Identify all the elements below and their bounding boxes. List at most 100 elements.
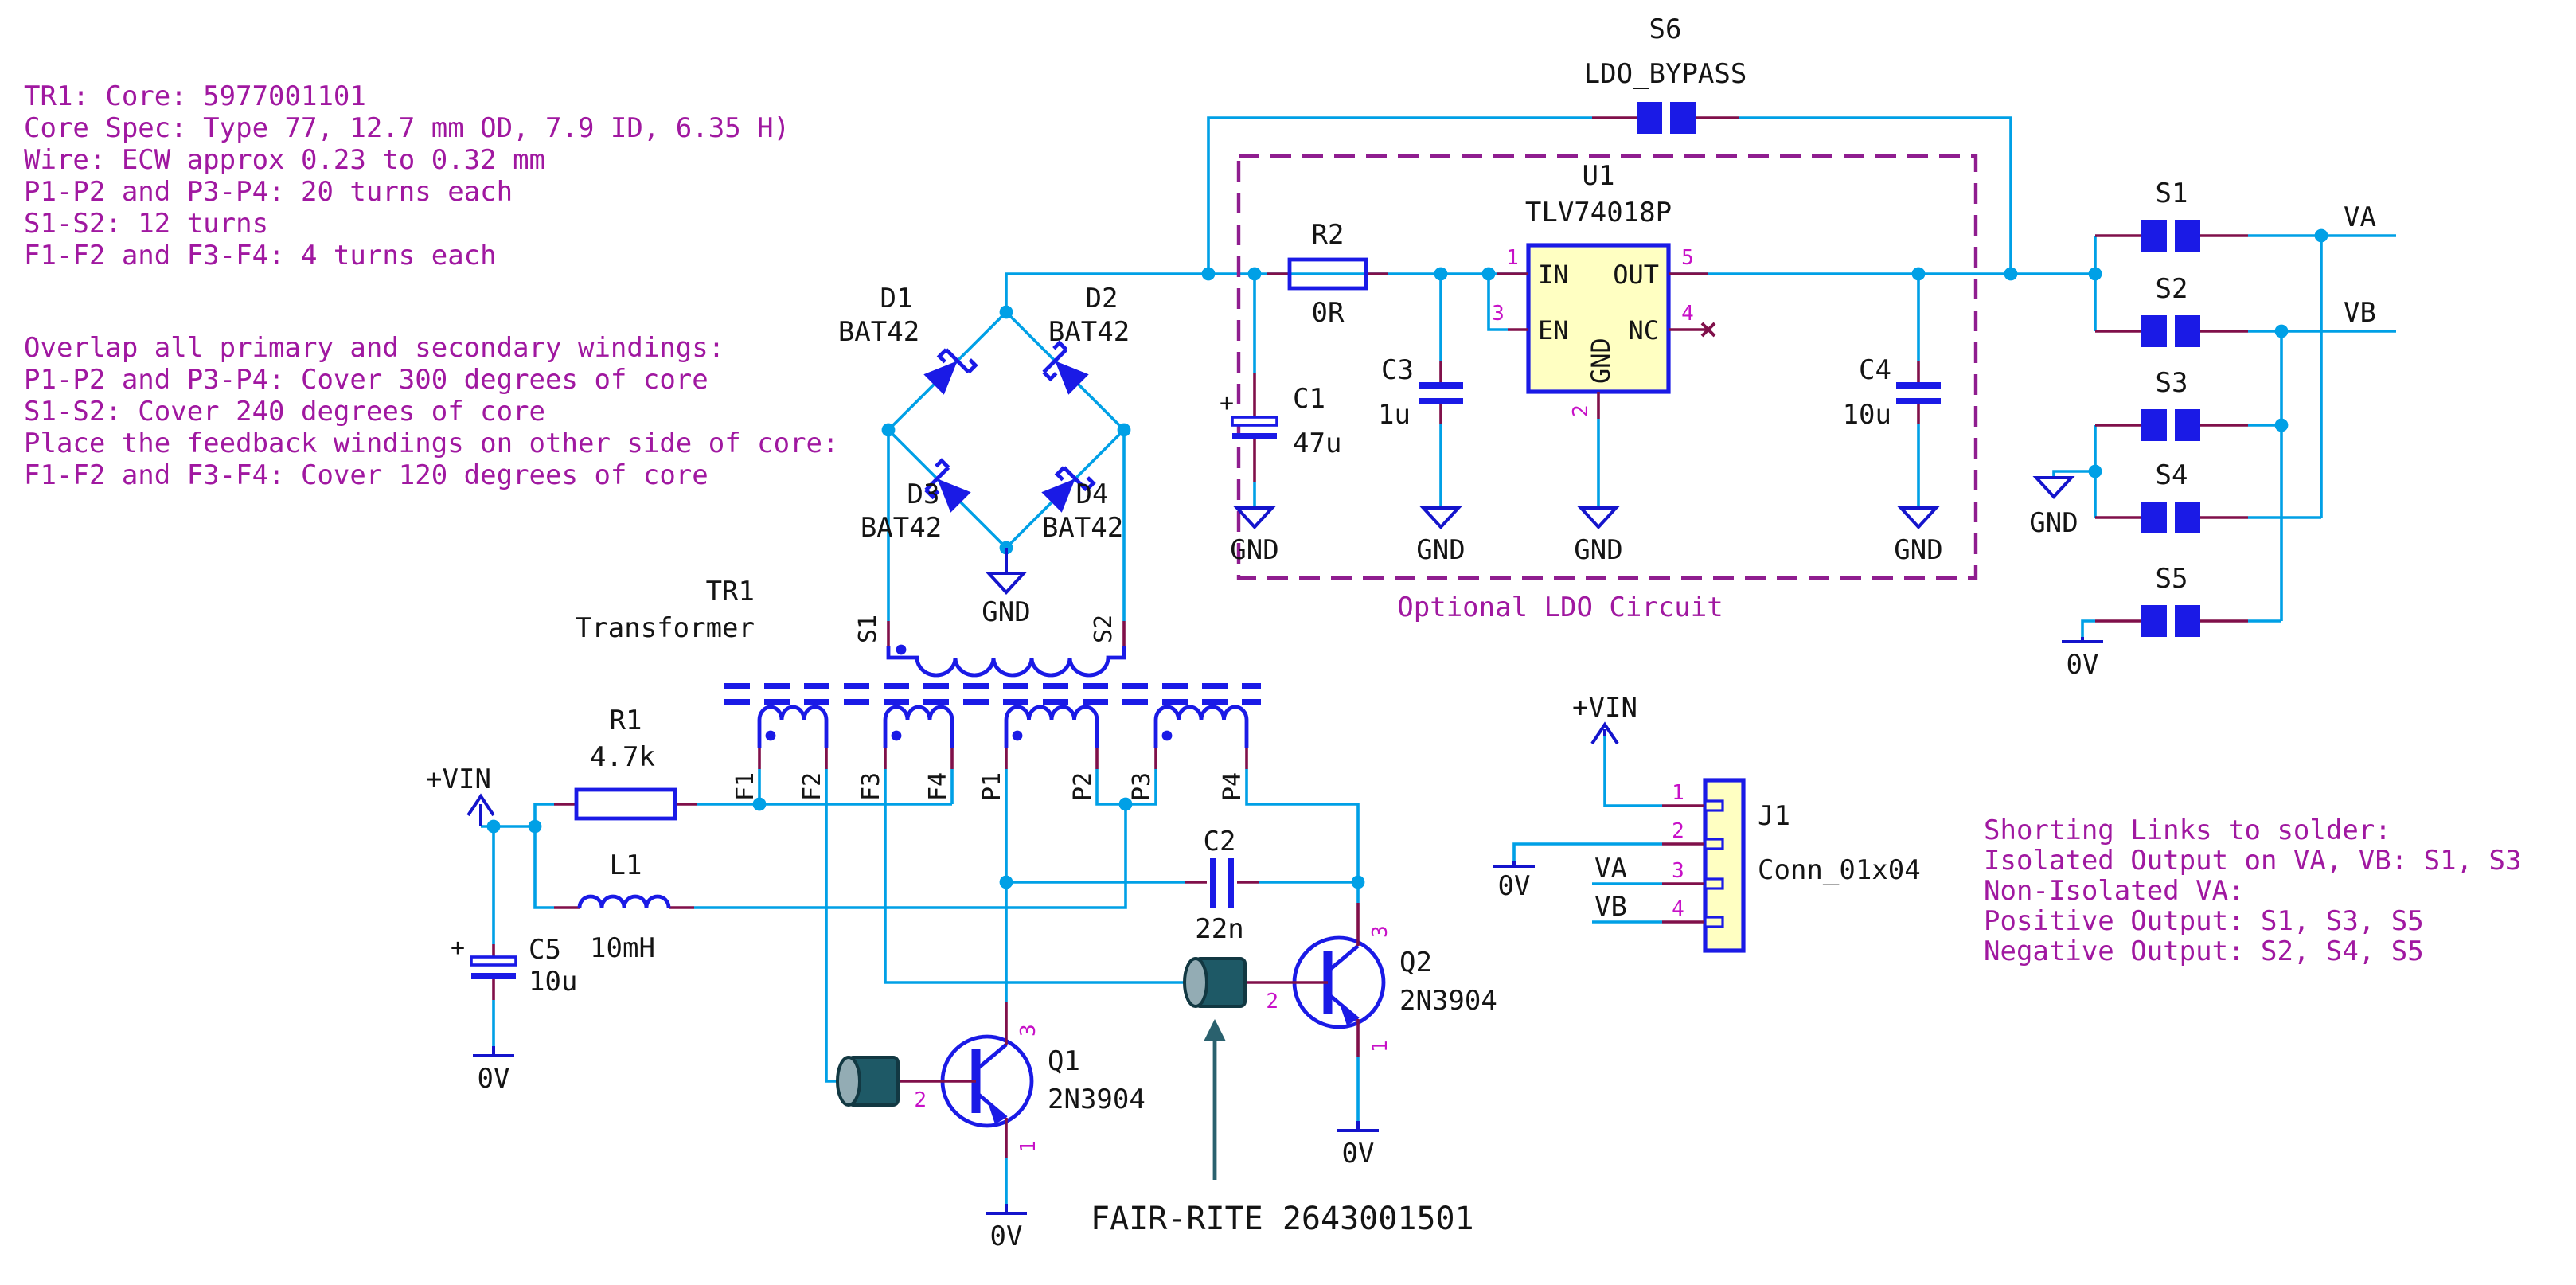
wire-s5-left[interactable] bbox=[2081, 619, 2095, 637]
junction bbox=[2088, 267, 2102, 281]
note-line: Overlap all primary and secondary windin… bbox=[24, 332, 724, 364]
gnd-label: GND bbox=[982, 596, 1030, 628]
wire-f2-q1base[interactable] bbox=[825, 769, 841, 1083]
gnd-symbol-c1[interactable]: GND bbox=[1230, 506, 1279, 566]
ref-label: D4 bbox=[1076, 478, 1109, 510]
jumper-S6[interactable]: S6 LDO_BYPASS bbox=[1584, 14, 1747, 134]
inductor-L1[interactable]: L1 10mH bbox=[554, 850, 694, 964]
ic-U1[interactable]: U1 TLV74018P IN OUT EN NC GND 1 3 5 4 2 bbox=[1492, 160, 1716, 419]
gnd-symbol-u1[interactable]: GND bbox=[1574, 506, 1623, 566]
net-label-va[interactable]: VA bbox=[2344, 201, 2376, 233]
gnd-0v-q2[interactable]: 0V bbox=[1337, 1121, 1379, 1170]
ref-label: S6 bbox=[1649, 14, 1682, 45]
gnd-0v-c5[interactable]: 0V bbox=[473, 1046, 514, 1095]
pin-name-F1: F1 bbox=[732, 772, 759, 801]
gnd-symbol-bridge[interactable]: GND bbox=[982, 548, 1031, 628]
wire-r1-row[interactable] bbox=[533, 769, 954, 826]
wire-j1-pin2[interactable] bbox=[1512, 842, 1662, 861]
pin-name-P3: P3 bbox=[1128, 772, 1156, 801]
pin-number-collector: 3 bbox=[1017, 1024, 1040, 1037]
net-label-va-j1[interactable]: VA bbox=[1594, 853, 1627, 885]
note-line: P1-P2 and P3-P4: Cover 300 degrees of co… bbox=[24, 364, 708, 396]
gnd-label: GND bbox=[1894, 534, 1942, 566]
ref-label: S3 bbox=[2156, 367, 2188, 399]
value-label: 47u bbox=[1293, 428, 1341, 459]
power-flag-vin-left[interactable]: +VIN bbox=[426, 764, 495, 826]
ref-label: C5 bbox=[529, 934, 561, 966]
junction bbox=[528, 819, 542, 834]
transistor-Q1[interactable]: Q1 2N3904 3 2 1 bbox=[898, 1002, 1146, 1158]
gnd-0v-s5[interactable]: 0V bbox=[2062, 637, 2103, 681]
gnd-symbol-s34[interactable]: GND bbox=[2029, 476, 2078, 539]
jumper-S1[interactable]: S1 bbox=[2095, 178, 2248, 252]
gnd-0v-q1[interactable]: 0V bbox=[986, 1204, 1027, 1252]
note-line: Positive Output: S1, S3, S5 bbox=[1984, 905, 2424, 937]
gnd-0v-j1[interactable]: 0V bbox=[1493, 861, 1535, 902]
note-line: Non-Isolated VA: bbox=[1984, 875, 2245, 907]
jumper-S5[interactable]: S5 bbox=[2095, 563, 2248, 637]
gnd-label: GND bbox=[2029, 507, 2078, 539]
value-label: 22n bbox=[1195, 913, 1243, 945]
note-line: TR1: Core: 5977001101 bbox=[24, 80, 366, 112]
jumper-S2[interactable]: S2 bbox=[2095, 273, 2248, 347]
wire-j1-pin1[interactable] bbox=[1603, 736, 1662, 807]
capacitor-C4[interactable]: C4 10u bbox=[1843, 354, 1941, 431]
value-label: 2N3904 bbox=[1048, 1084, 1146, 1115]
net-label-vb-j1[interactable]: VB bbox=[1594, 891, 1627, 923]
note-line: P1-P2 and P3-P4: 20 turns each bbox=[24, 176, 513, 208]
polarity-plus: + bbox=[1220, 389, 1234, 417]
value-label: 0R bbox=[1312, 297, 1345, 329]
zero-v-label: 0V bbox=[2067, 649, 2099, 681]
junction bbox=[2088, 464, 2102, 478]
wire-en[interactable] bbox=[1487, 274, 1508, 331]
pin-number-2: 2 bbox=[1569, 404, 1593, 417]
value-label: Conn_01x04 bbox=[1758, 854, 1921, 886]
gnd-symbol-c3[interactable]: GND bbox=[1416, 506, 1466, 566]
ferrite-bead-q1[interactable] bbox=[836, 1056, 900, 1107]
zero-v-label: 0V bbox=[1342, 1138, 1375, 1170]
resistor-R2[interactable]: R2 0R bbox=[1267, 219, 1388, 329]
note-winding-placement: Overlap all primary and secondary windin… bbox=[24, 332, 839, 491]
ferrite-bead-q2[interactable] bbox=[1183, 957, 1247, 1008]
pin-number-1: 1 bbox=[1672, 781, 1684, 805]
junction bbox=[999, 305, 1013, 319]
power-flag-vin-j1[interactable]: +VIN bbox=[1572, 692, 1637, 745]
pin-name-en: EN bbox=[1538, 315, 1569, 346]
fair-rite-annotation: FAIR-RITE 2643001501 bbox=[1091, 1019, 1474, 1237]
ref-label: R2 bbox=[1312, 219, 1345, 251]
transformer-TR1[interactable]: TR1 Transformer S1 S2 F1 F2 F3 F4 P1 P2 … bbox=[576, 576, 1261, 801]
diode-D2[interactable]: D2 BAT42 bbox=[1037, 283, 1130, 396]
pin-name-P4: P4 bbox=[1219, 772, 1247, 801]
capacitor-C3[interactable]: C3 1u bbox=[1378, 354, 1463, 431]
note-line: Wire: ECW approx 0.23 to 0.32 mm bbox=[24, 144, 545, 176]
transistor-Q2[interactable]: Q2 2N3904 3 2 1 bbox=[1245, 903, 1497, 1057]
wire-bypass-left[interactable] bbox=[1207, 116, 1592, 274]
capacitor-C5[interactable]: + C5 10u bbox=[451, 934, 577, 1000]
capacitor-C1[interactable]: + C1 47u bbox=[1220, 373, 1341, 482]
ref-label: C4 bbox=[1859, 354, 1891, 386]
junction bbox=[999, 875, 1013, 889]
diode-D1[interactable]: D1 BAT42 bbox=[838, 283, 978, 396]
diode-D3[interactable]: D3 BAT42 bbox=[861, 458, 972, 544]
jumper-S3[interactable]: S3 bbox=[2095, 367, 2248, 441]
diode-D4[interactable]: D4 BAT42 bbox=[1040, 461, 1123, 544]
wire-f3-q2base[interactable] bbox=[884, 769, 1188, 984]
wire-bypass-right[interactable] bbox=[1739, 116, 2012, 274]
connector-J1[interactable]: 1 2 3 4 J1 Conn_01x04 bbox=[1662, 778, 1921, 953]
jumper-S4[interactable]: S4 bbox=[2095, 459, 2248, 533]
capacitor-C2[interactable]: C2 22n bbox=[1185, 826, 1259, 945]
wire-s34-gnd[interactable] bbox=[2052, 470, 2095, 478]
wire-p4-q2col[interactable] bbox=[1245, 769, 1360, 903]
junction bbox=[2274, 324, 2289, 338]
gnd-symbol-c4[interactable]: GND bbox=[1894, 506, 1943, 566]
resistor-R1[interactable]: R1 4.7k bbox=[554, 705, 697, 821]
vin-label: +VIN bbox=[426, 764, 491, 795]
optional-ldo-outline bbox=[1236, 154, 1978, 580]
vin-label: +VIN bbox=[1572, 692, 1637, 724]
wire-main-rail[interactable] bbox=[1005, 272, 2095, 312]
value-label: 4.7k bbox=[590, 741, 655, 773]
pin-number-4: 4 bbox=[1672, 897, 1684, 921]
pin-name-F4: F4 bbox=[924, 772, 952, 801]
net-label-vb[interactable]: VB bbox=[2344, 297, 2376, 329]
junction bbox=[1434, 267, 1448, 281]
